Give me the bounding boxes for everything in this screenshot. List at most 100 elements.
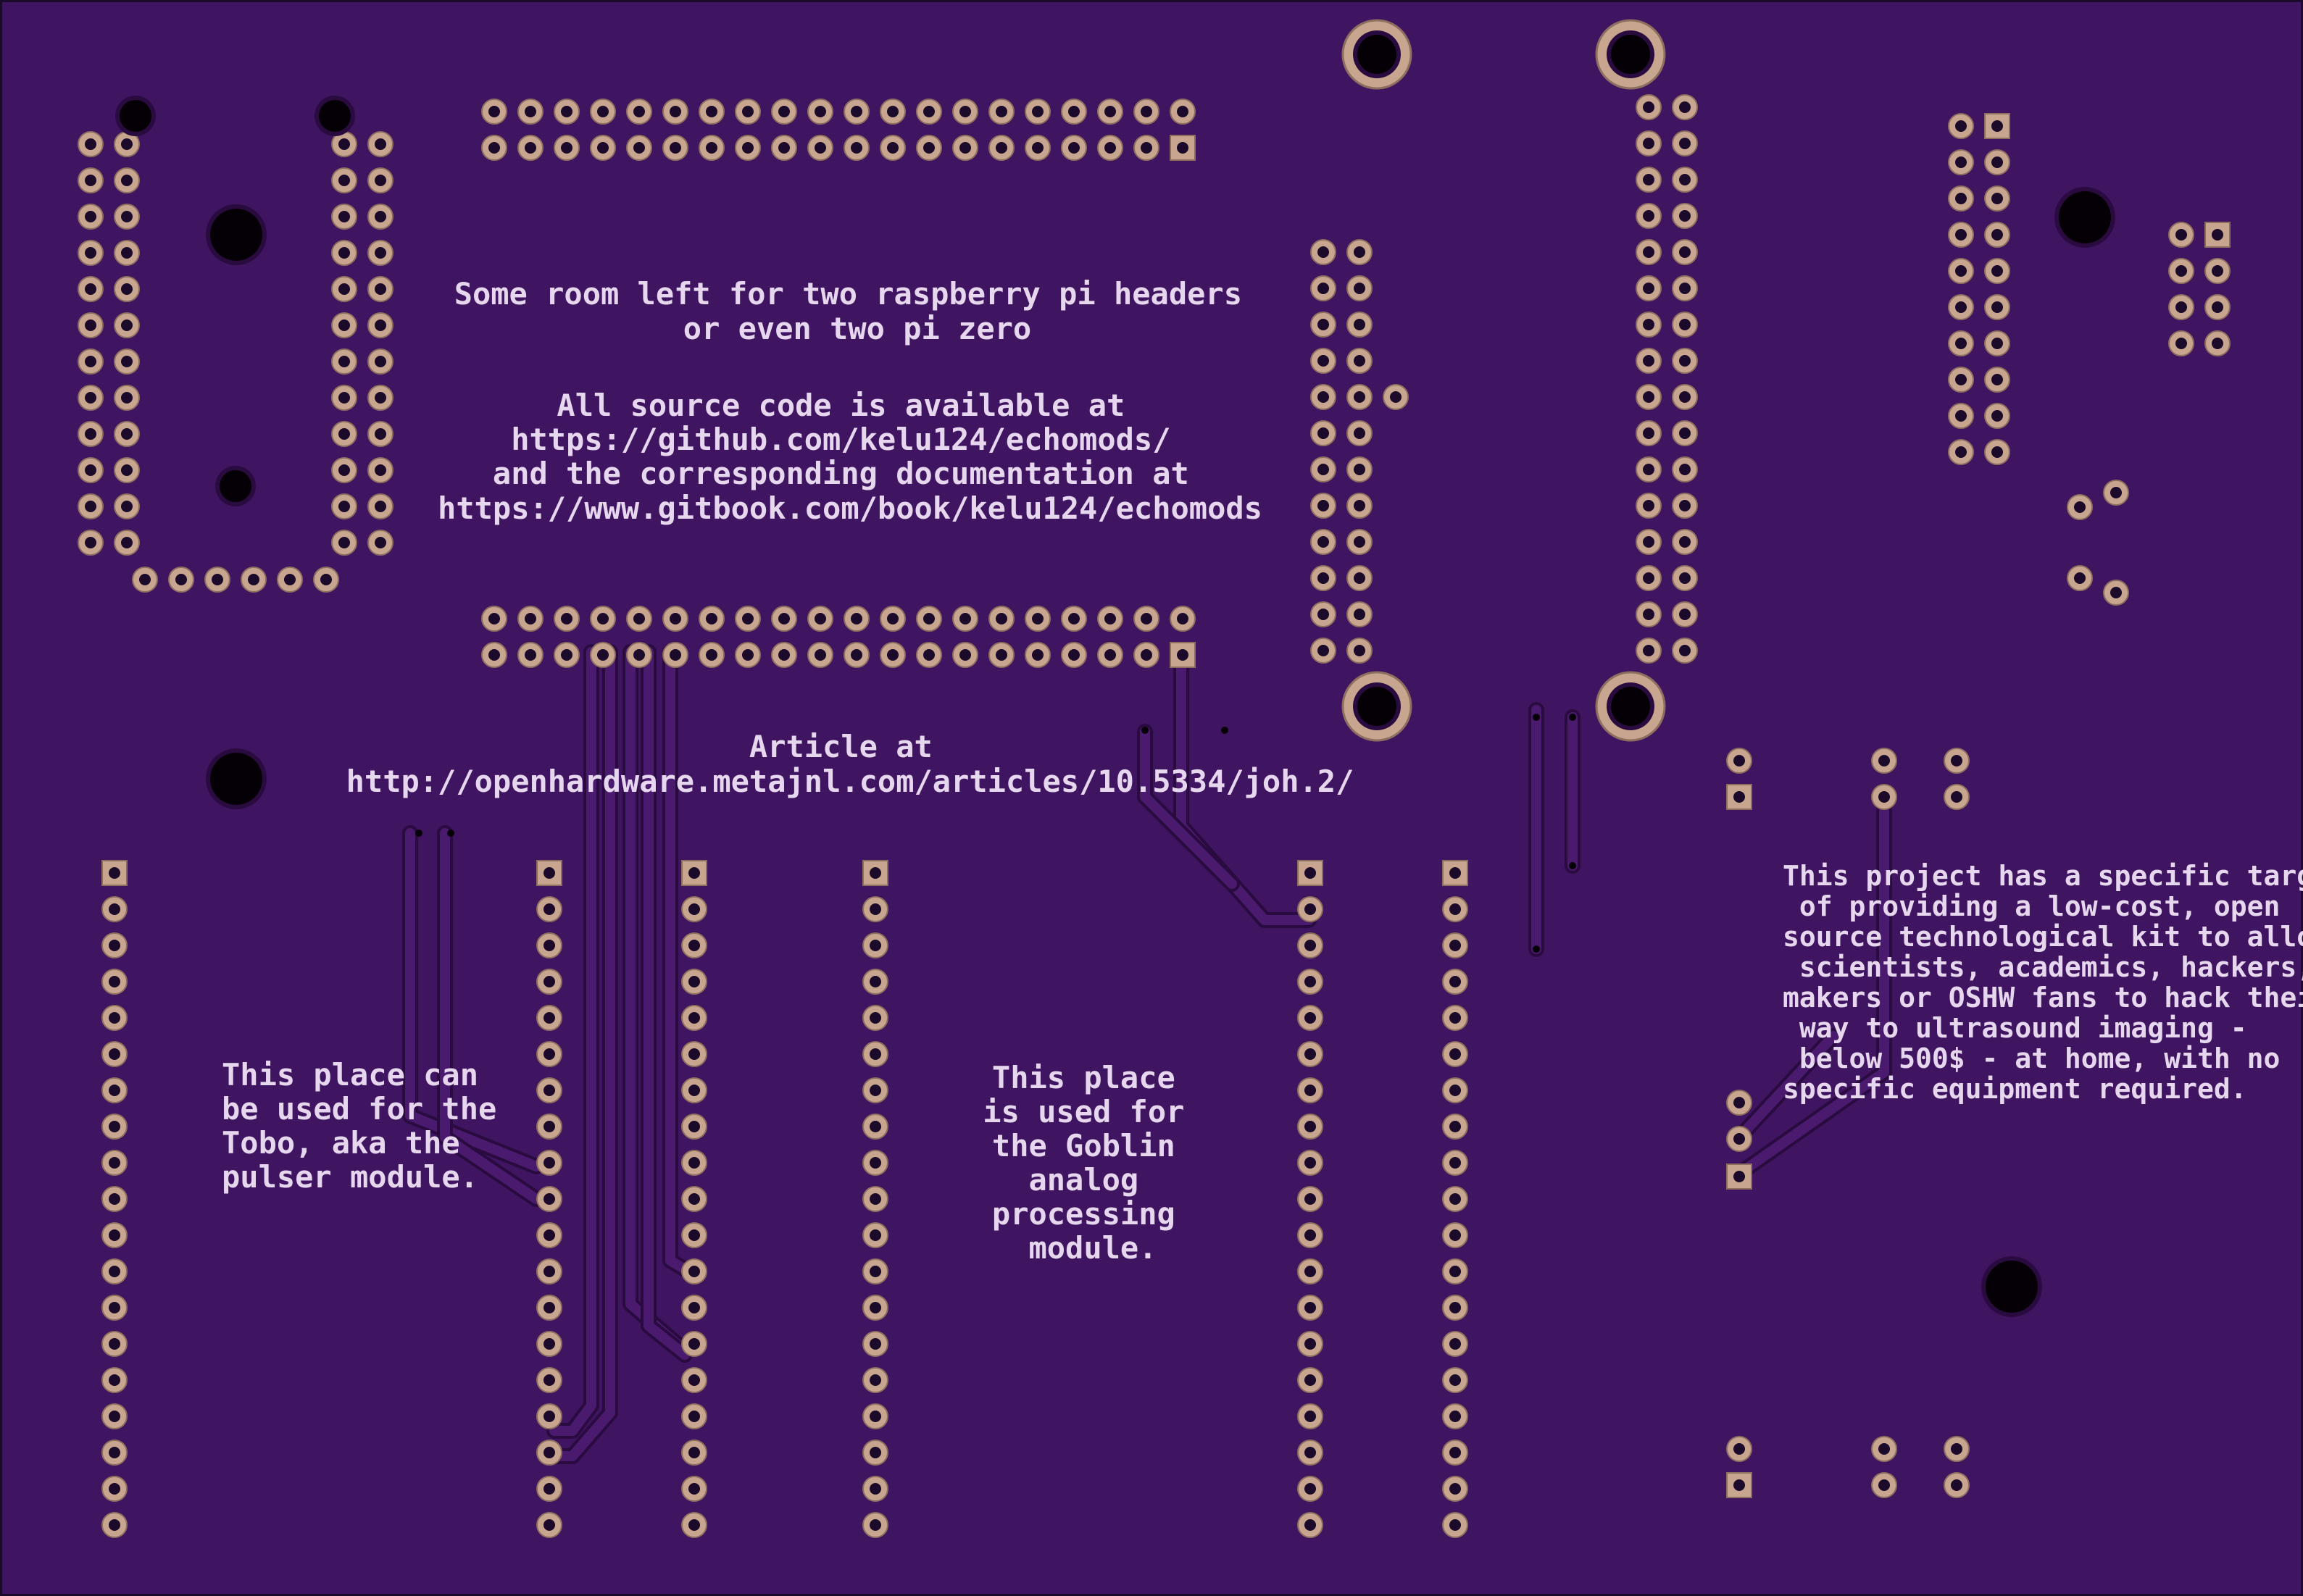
pad-drill <box>688 1193 700 1205</box>
pad-drill <box>1679 609 1691 620</box>
pad-drill <box>1068 613 1080 624</box>
pad-drill <box>121 319 133 331</box>
pad-drill <box>1679 536 1691 548</box>
pad-drill <box>1354 500 1365 511</box>
pad-drill <box>375 537 386 548</box>
pad-drill <box>1679 101 1691 113</box>
pad-drill <box>2212 301 2223 313</box>
pad-drill <box>1643 464 1654 475</box>
pad-drill <box>544 867 555 879</box>
mounting-hole <box>1611 35 1650 74</box>
pad-drill <box>1878 1443 1890 1455</box>
pad-drill <box>870 1374 881 1386</box>
pad-drill <box>688 1266 700 1277</box>
pad-drill <box>1304 1157 1316 1169</box>
pad-drill <box>1304 1048 1316 1060</box>
pad-drill <box>1878 1479 1890 1491</box>
pad-drill <box>544 1266 555 1277</box>
pad-drill <box>706 613 717 624</box>
pad-drill <box>870 1193 881 1205</box>
pad-drill <box>1317 609 1329 620</box>
pad-drill <box>1304 1447 1316 1458</box>
pad-drill <box>85 464 96 476</box>
pad-drill <box>1449 1012 1461 1024</box>
via <box>1569 714 1576 721</box>
pad-drill <box>121 138 133 150</box>
pad-drill <box>338 283 350 295</box>
pad-drill <box>525 106 536 117</box>
pad-drill <box>1991 120 2003 132</box>
pad-drill <box>1955 446 1967 458</box>
pad-drill <box>1304 1229 1316 1241</box>
pad-drill <box>670 649 681 661</box>
pad-drill <box>1878 755 1890 766</box>
pad-drill <box>1643 355 1654 367</box>
pad-drill <box>815 613 826 624</box>
pad-drill <box>1449 1519 1461 1531</box>
pad-drill <box>1679 500 1691 511</box>
pad-drill <box>1032 106 1044 117</box>
pad-drill <box>959 613 971 624</box>
pad-drill <box>375 501 386 512</box>
pad-drill <box>139 574 151 585</box>
pad-drill <box>1733 791 1745 803</box>
pad-drill <box>633 613 645 624</box>
pad-drill <box>85 138 96 150</box>
pad-drill <box>544 1085 555 1096</box>
pad-drill <box>870 867 881 879</box>
pad-drill <box>1304 1483 1316 1495</box>
pad-drill <box>996 613 1007 624</box>
pad-drill <box>1951 791 1962 803</box>
pad-drill <box>338 247 350 259</box>
pad-drill <box>1643 536 1654 548</box>
pad-drill <box>1354 464 1365 475</box>
pad-drill <box>1354 355 1365 367</box>
pad-drill <box>1679 138 1691 149</box>
pad-drill <box>375 247 386 259</box>
pad-drill <box>706 142 717 154</box>
pad-drill <box>338 428 350 440</box>
pad-drill <box>1354 319 1365 330</box>
pad-drill <box>1679 174 1691 185</box>
pad-drill <box>561 142 572 154</box>
pad-drill <box>688 976 700 987</box>
pad-drill <box>85 319 96 331</box>
pad-drill <box>870 1157 881 1169</box>
pad-drill <box>1449 1157 1461 1169</box>
pad-drill <box>870 903 881 915</box>
pad-drill <box>742 142 754 154</box>
mounting-hole <box>120 100 151 132</box>
pad-drill <box>1304 1266 1316 1277</box>
pad-drill <box>85 283 96 295</box>
pad-drill <box>923 106 935 117</box>
pad-drill <box>1354 427 1365 439</box>
pad-drill <box>488 613 500 624</box>
pad-drill <box>2175 229 2187 241</box>
pad-drill <box>1449 1374 1461 1386</box>
trace <box>440 828 541 1204</box>
pad-drill <box>1354 391 1365 403</box>
pad-drill <box>688 1229 700 1241</box>
pad-drill <box>1643 391 1654 403</box>
pad-drill <box>109 1121 120 1132</box>
pad-drill <box>1679 210 1691 222</box>
pad-drill <box>1955 193 1967 204</box>
pad-drill <box>1317 500 1329 511</box>
pad-drill <box>996 142 1007 154</box>
pad-drill <box>544 1048 555 1060</box>
pad-drill <box>121 392 133 404</box>
pad-drill <box>959 649 971 661</box>
pad-drill <box>1177 142 1188 154</box>
pad-drill <box>688 1519 700 1531</box>
pad-drill <box>742 613 754 624</box>
pad-drill <box>1991 229 2003 241</box>
pad-drill <box>851 106 862 117</box>
pad-drill <box>561 106 572 117</box>
pad-drill <box>121 175 133 186</box>
pad-drill <box>1955 229 1967 241</box>
pad-drill <box>1643 572 1654 584</box>
pad-drill <box>1643 645 1654 656</box>
pad-drill <box>1679 283 1691 294</box>
pad-drill <box>85 356 96 367</box>
pad-drill <box>544 1302 555 1313</box>
